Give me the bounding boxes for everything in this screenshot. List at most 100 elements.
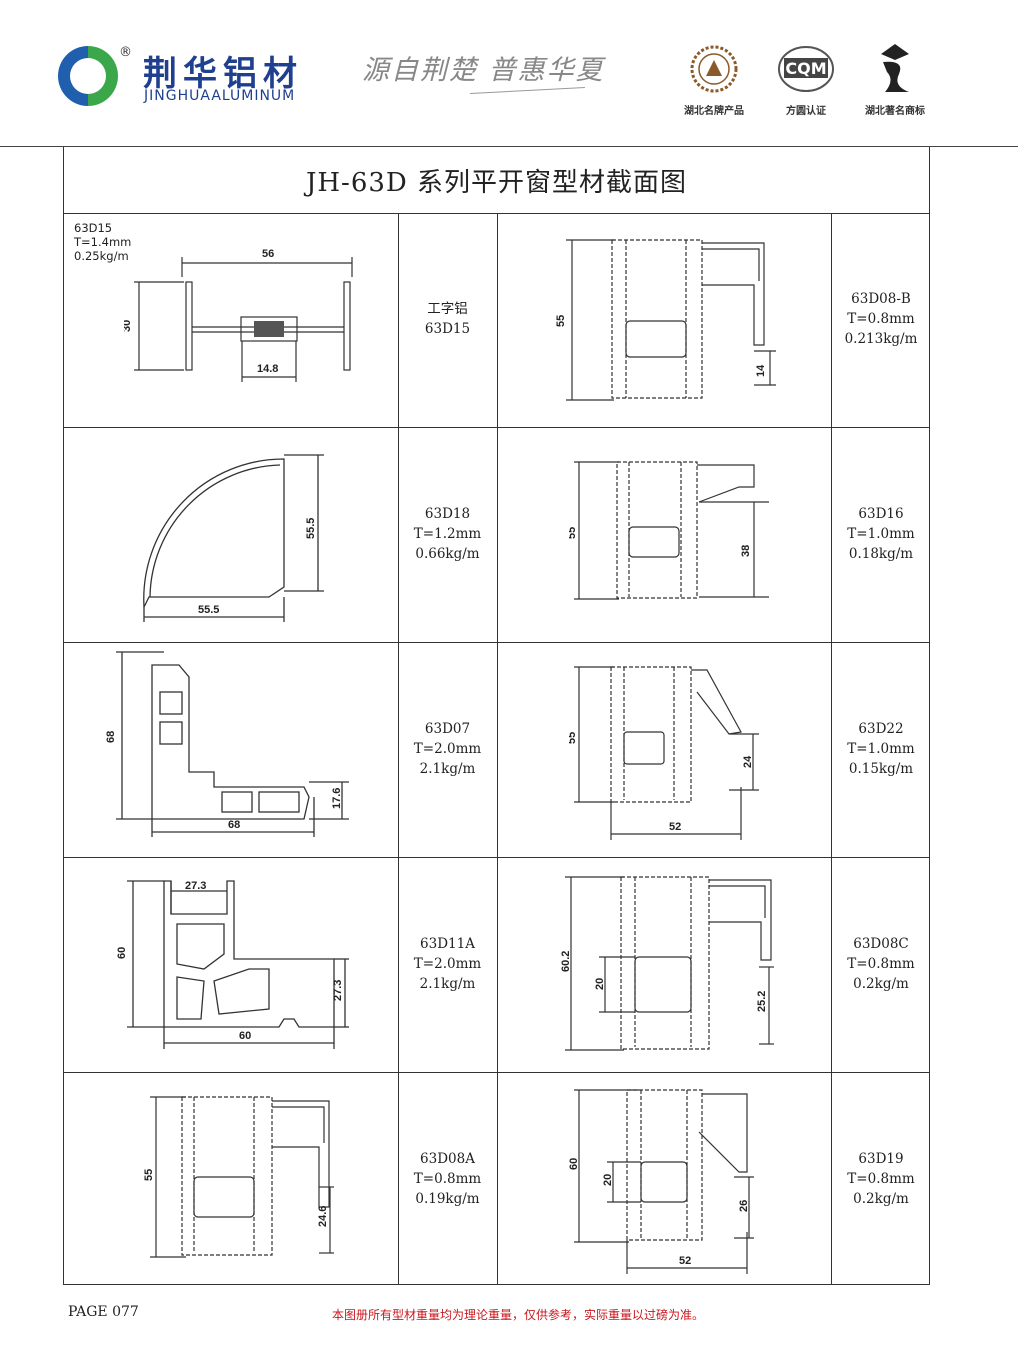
header-divider xyxy=(0,146,1018,147)
dim-width: 60 xyxy=(239,1030,251,1042)
cert-famous-trademark: 湖北著名商标 xyxy=(855,40,935,117)
dim-height: 55 xyxy=(143,1169,155,1181)
hubei-brand-seal-icon xyxy=(690,45,738,93)
dim-sub: 24.6 xyxy=(317,1206,329,1227)
label-63d15: 工字铝 63D15 xyxy=(398,299,497,339)
column-divider xyxy=(398,213,399,1285)
drawing-63d08a: 55 24.6 xyxy=(143,1096,334,1258)
slogan-underline xyxy=(470,86,585,95)
spec-code: 63D15 xyxy=(74,221,113,235)
cqm-certification-icon xyxy=(778,46,834,92)
label-line: T=1.0mm xyxy=(847,526,915,542)
dim-mid: 20 xyxy=(602,1174,614,1186)
drawing-63d19: 60 20 26 52 xyxy=(569,1089,754,1274)
label-line: 0.15kg/m xyxy=(848,761,914,777)
drawing-63d22: 55 24 52 xyxy=(569,666,759,840)
label-line: 63D11A xyxy=(420,936,475,952)
label-line: T=0.8mm xyxy=(847,311,915,327)
label-line: 63D08A xyxy=(420,1151,475,1167)
dim-sub: 25.2 xyxy=(756,991,768,1012)
drawing-63d08c: 60.2 20 25.2 xyxy=(560,876,774,1051)
label-line: 0.66kg/m xyxy=(415,546,480,562)
dim-height: 68 xyxy=(105,731,117,743)
drawing-63d08b: 55 14 xyxy=(555,239,776,401)
dim-width: 68 xyxy=(228,819,240,831)
dim-sub: 17.6 xyxy=(331,788,343,809)
cert-hubei-brand: 湖北名牌产品 xyxy=(674,40,754,117)
label-line: 2.1kg/m xyxy=(419,761,476,777)
label-line: 63D19 xyxy=(858,1151,904,1167)
dim-height: 55 xyxy=(569,732,578,744)
label-63d07: 63D07 T=2.0mm 2.1kg/m xyxy=(398,719,497,779)
label-63d18: 63D18 T=1.2mm 0.66kg/m xyxy=(398,504,497,564)
label-line: 63D22 xyxy=(858,721,904,737)
label-63d11a: 63D11A T=2.0mm 2.1kg/m xyxy=(398,934,497,994)
dim-height: 55 xyxy=(555,315,567,327)
column-divider xyxy=(831,213,832,1285)
label-line: 2.1kg/m xyxy=(419,976,476,992)
cert-caption: 湖北名牌产品 xyxy=(684,106,744,117)
brand-slogan: 源自荆楚 普惠华夏 xyxy=(362,55,605,86)
label-63d19: 63D19 T=0.8mm 0.2kg/m xyxy=(831,1149,931,1209)
spec-thickness: T=1.4mm xyxy=(74,235,132,249)
label-line: 63D15 xyxy=(424,321,471,337)
drawing-63d18: 55.5 55.5 xyxy=(143,454,324,622)
label-line: 0.19kg/m xyxy=(415,1191,480,1207)
brand-name-en: JINGHUAALUMINUM xyxy=(144,88,296,104)
famous-trademark-icon xyxy=(881,44,909,92)
label-line: 63D18 xyxy=(424,506,471,522)
dim-sub: 14 xyxy=(755,364,767,377)
drawing-63d11a: 27.3 60 60 27.3 xyxy=(116,880,349,1049)
cert-cqm: CQM 方圆认证 xyxy=(766,40,846,117)
dim-height: 60 xyxy=(116,947,128,959)
label-line: T=1.2mm xyxy=(413,526,482,542)
dim-height: 60 xyxy=(569,1158,580,1170)
label-63d08a: 63D08A T=0.8mm 0.19kg/m xyxy=(398,1149,497,1209)
cert-caption: 方圆认证 xyxy=(786,106,826,117)
page-header: ® 荆华铝材 JINGHUAALUMINUM 源自荆楚 普惠华夏 湖北名牌产品 … xyxy=(0,0,1018,147)
label-line: 63D08C xyxy=(853,936,909,952)
dim-sub: 24 xyxy=(742,755,754,768)
dim-sub: 38 xyxy=(740,545,752,557)
label-63d22: 63D22 T=1.0mm 0.15kg/m xyxy=(831,719,931,779)
label-line: T=2.0mm xyxy=(413,956,482,972)
profile-table: JH-63D 系列平开窗型材截面图 63D15 T=1.4mm 0.25kg/m… xyxy=(63,147,930,1285)
dim-width: 55.5 xyxy=(198,604,219,616)
dim-inner: 14.8 xyxy=(257,363,278,375)
column-divider xyxy=(497,213,498,1285)
dim-height: 55.5 xyxy=(305,518,317,539)
dim-width: 52 xyxy=(679,1255,691,1267)
label-line: 63D08-B xyxy=(851,291,911,307)
label-line: 63D07 xyxy=(424,721,471,737)
table-title: JH-63D 系列平开窗型材截面图 xyxy=(64,147,929,214)
weight-disclaimer: 本图册所有型材重量均为理论重量，仅供参考，实际重量以过磅为准。 xyxy=(332,1308,705,1322)
table-row xyxy=(64,858,929,1073)
dim-height: 60.2 xyxy=(560,951,572,972)
label-line: 0.2kg/m xyxy=(853,1191,909,1207)
dim-top: 27.3 xyxy=(185,880,206,892)
label-line: 63D16 xyxy=(858,506,904,522)
table-row xyxy=(64,643,929,858)
label-line: 0.2kg/m xyxy=(853,976,909,992)
dim-height: 55 xyxy=(569,527,578,539)
cqm-text: CQM xyxy=(785,59,827,78)
dim-sub: 26 xyxy=(738,1200,750,1212)
cert-caption: 湖北著名商标 xyxy=(865,106,925,117)
drawing-63d07: 68 68 17.6 xyxy=(105,651,349,837)
dim-width: 52 xyxy=(669,821,681,833)
jinghua-logo-icon xyxy=(58,46,118,106)
brand-name-cn: 荆华铝材 xyxy=(143,54,303,94)
dim-sub: 27.3 xyxy=(332,980,344,1001)
label-line: T=0.8mm xyxy=(847,956,915,972)
label-line: T=0.8mm xyxy=(413,1171,482,1187)
dim-width: 56 xyxy=(262,248,274,260)
label-line: 0.18kg/m xyxy=(848,546,914,562)
table-row xyxy=(64,428,929,643)
spec-63d15: 63D15 T=1.4mm 0.25kg/m xyxy=(74,221,131,263)
label-63d08c: 63D08C T=0.8mm 0.2kg/m xyxy=(831,934,931,994)
spec-weight: 0.25kg/m xyxy=(74,249,129,263)
label-63d16: 63D16 T=1.0mm 0.18kg/m xyxy=(831,504,931,564)
dim-height: 30 xyxy=(124,320,133,332)
registered-mark: ® xyxy=(119,45,132,60)
page-number: PAGE 077 xyxy=(68,1304,139,1320)
